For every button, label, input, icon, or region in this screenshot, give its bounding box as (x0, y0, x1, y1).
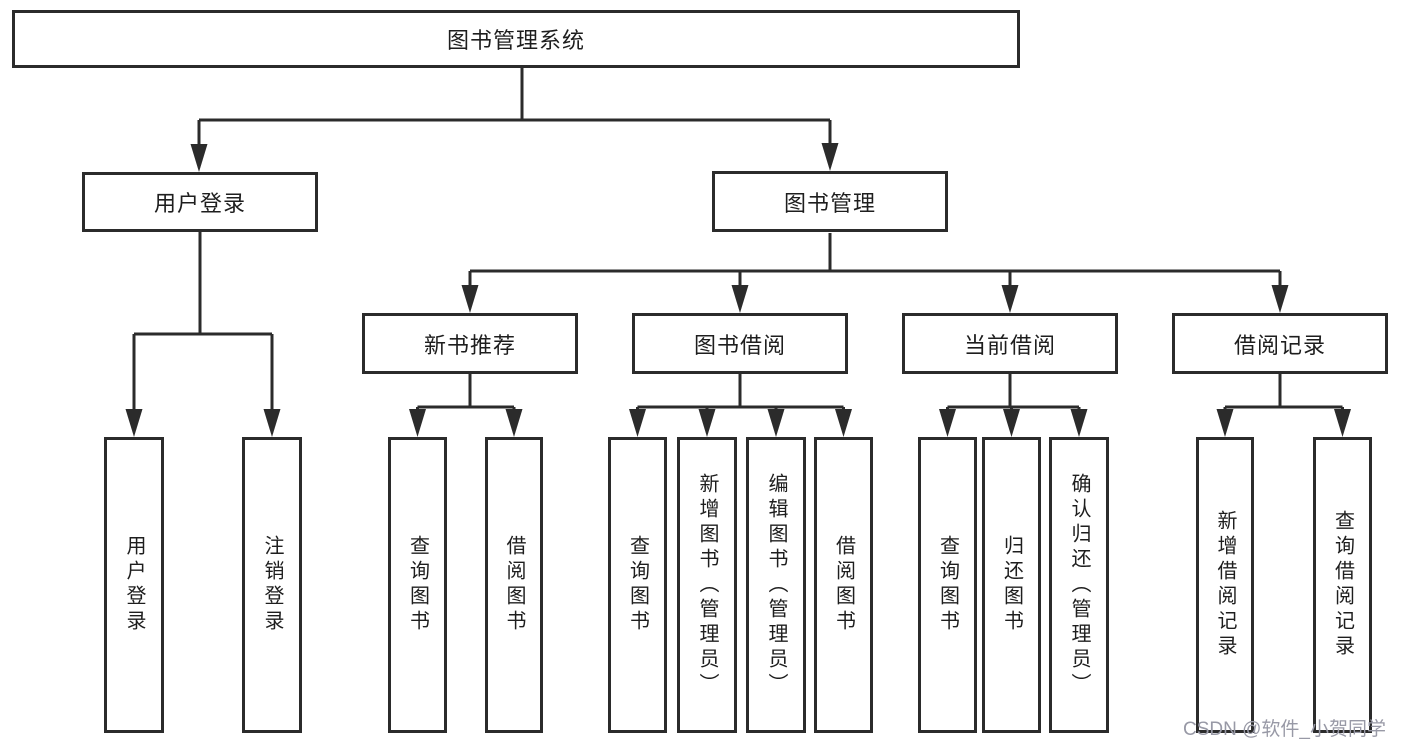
leaf-label: 确认归还（管理员） (1068, 472, 1090, 698)
node-label: 当前借阅 (963, 332, 1056, 358)
leaf-query-borrow-record: 查询借阅记录 (1313, 437, 1372, 733)
leaf-logout: 注销登录 (242, 437, 302, 733)
node-library-system-root: 图书管理系统 (12, 10, 1020, 68)
leaf-label: 借阅图书 (503, 535, 525, 635)
leaf-borrow-books-recommend: 借阅图书 (485, 437, 543, 733)
leaf-edit-books-admin: 编辑图书（管理员） (746, 437, 806, 733)
leaf-label: 查询借阅记录 (1331, 510, 1354, 660)
leaf-label: 归还图书 (1000, 535, 1023, 635)
leaf-query-books-current: 查询图书 (918, 437, 977, 733)
leaf-confirm-return-admin: 确认归还（管理员） (1049, 437, 1109, 733)
leaf-label: 查询图书 (626, 535, 649, 635)
node-user-login: 用户登录 (82, 172, 318, 232)
leaf-label: 注销登录 (261, 535, 283, 635)
leaf-label: 借阅图书 (832, 535, 855, 635)
node-label: 图书借阅 (693, 332, 786, 358)
leaf-return-books: 归还图书 (982, 437, 1041, 733)
leaf-label: 编辑图书（管理员） (765, 472, 787, 698)
leaf-add-books-admin: 新增图书（管理员） (677, 437, 737, 733)
node-label: 图书管理 (783, 190, 876, 216)
leaf-add-borrow-record: 新增借阅记录 (1196, 437, 1254, 733)
node-label: 借阅记录 (1233, 332, 1326, 358)
leaf-label: 查询图书 (406, 535, 429, 635)
watermark: CSDN @软件_小贺同学 (1183, 719, 1386, 740)
node-new-book-recommend: 新书推荐 (362, 313, 578, 374)
leaf-label: 用户登录 (123, 535, 145, 635)
node-label: 用户登录 (153, 191, 246, 216)
leaf-label: 新增图书（管理员） (696, 472, 718, 698)
leaf-borrow-books-borrowing: 借阅图书 (814, 437, 873, 733)
leaf-query-books-recommend: 查询图书 (388, 437, 447, 733)
leaf-label: 查询图书 (936, 535, 959, 635)
node-label: 图书管理系统 (446, 28, 585, 53)
leaf-query-books-borrowing: 查询图书 (608, 437, 667, 733)
node-book-borrowing: 图书借阅 (632, 313, 848, 374)
node-current-borrowing: 当前借阅 (902, 313, 1118, 374)
leaf-label: 新增借阅记录 (1214, 510, 1236, 660)
node-label: 新书推荐 (423, 332, 516, 358)
node-borrowing-records: 借阅记录 (1172, 313, 1388, 374)
node-book-management: 图书管理 (712, 171, 948, 232)
leaf-user-login: 用户登录 (104, 437, 164, 733)
